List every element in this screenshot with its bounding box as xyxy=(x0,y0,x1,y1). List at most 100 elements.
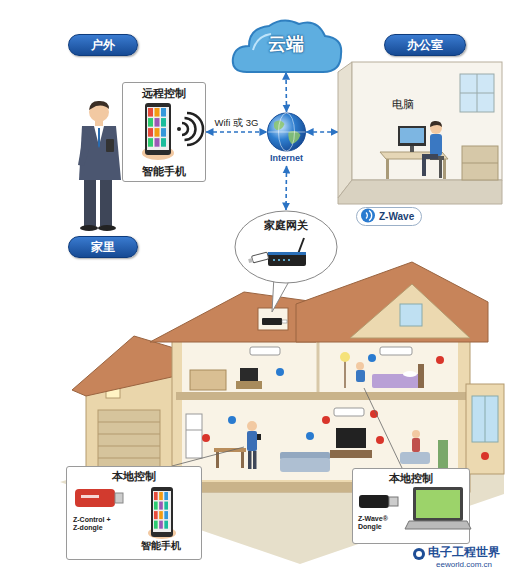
node-text: 家里 xyxy=(91,240,115,254)
house-furnishing xyxy=(368,354,376,362)
control-panel-shape xyxy=(164,492,168,500)
house-furnishing xyxy=(336,428,366,448)
region-tab: 户外 xyxy=(68,34,138,56)
house xyxy=(60,262,504,564)
gateway-callout-shape xyxy=(248,258,253,263)
watermark-logo xyxy=(413,548,425,560)
outdoor-person xyxy=(79,126,121,180)
outdoor-person xyxy=(100,176,112,226)
house-furnishing xyxy=(356,370,365,382)
outdoor-person xyxy=(89,101,109,110)
house-furnishing xyxy=(400,452,430,464)
office-room-shape xyxy=(430,134,442,156)
node-text: Z-Wave® Dongle xyxy=(358,515,400,531)
house-furnishing xyxy=(370,410,378,418)
cloud-node-shape xyxy=(233,20,341,72)
outdoor-person xyxy=(78,101,121,231)
outdoor-person xyxy=(106,139,114,152)
leader-line xyxy=(172,388,402,468)
office-room-shape xyxy=(338,180,502,204)
control-panel-shape xyxy=(154,511,158,519)
control-panel-shape xyxy=(155,128,160,137)
control-panel-shape xyxy=(155,118,160,127)
node-text: 远程控制 xyxy=(142,87,186,100)
control-panel: 本地控制Z-Control + Z-dongle智能手机 xyxy=(66,466,202,560)
office-room-shape xyxy=(462,163,498,164)
house-furnishing xyxy=(330,450,372,458)
house-furnishing xyxy=(247,431,257,451)
house-furnishing xyxy=(344,360,346,388)
node-text: 本地控制 xyxy=(389,472,433,485)
watermark-logo xyxy=(413,548,425,560)
control-panel-shape xyxy=(147,107,169,150)
control-panel-shape xyxy=(148,118,153,127)
gateway-callout: 家庭网关 xyxy=(234,210,338,284)
control-panel-shape xyxy=(159,502,163,510)
house-furnishing xyxy=(334,408,364,416)
zwave-badge: Z-Wave xyxy=(356,207,422,226)
office-room-shape xyxy=(430,121,442,127)
gateway-callout-shape xyxy=(288,259,290,261)
house-furnishing xyxy=(241,452,244,468)
control-panel-shape xyxy=(151,487,173,537)
gateway-callout-shape xyxy=(278,259,280,261)
control-panel-shape xyxy=(154,521,158,529)
zwave-badge-shape xyxy=(361,209,375,223)
house xyxy=(262,318,282,325)
house-furnishing xyxy=(280,458,330,472)
house-furnishing xyxy=(276,368,284,376)
house-furnishing xyxy=(214,448,246,452)
control-panel-shape xyxy=(145,103,171,155)
house xyxy=(98,458,160,459)
network-link xyxy=(285,72,287,112)
node-text: Z-Wave xyxy=(379,210,414,223)
office-room-shape xyxy=(460,74,494,112)
house xyxy=(481,452,489,460)
house-furnishing xyxy=(380,347,412,355)
region-tab: 办公室 xyxy=(384,34,466,56)
internet-globe: Internet xyxy=(262,112,311,166)
office-room-shape xyxy=(439,160,442,178)
control-panel-shape xyxy=(161,138,166,147)
node-text: 办公室 xyxy=(407,38,443,52)
house-furnishing xyxy=(202,434,210,442)
office-room-shape xyxy=(338,58,504,204)
control-panel-shape xyxy=(155,138,160,147)
link-label: Wifi 或 3G xyxy=(213,117,261,128)
network-link xyxy=(285,166,287,210)
house-furnishing xyxy=(186,414,202,458)
house xyxy=(98,446,160,447)
office-room-shape xyxy=(386,159,389,179)
control-panel-shape xyxy=(359,495,389,508)
house xyxy=(282,320,287,323)
outdoor-person xyxy=(78,130,92,166)
house-furnishing xyxy=(228,416,236,424)
leader-line xyxy=(364,388,402,468)
control-panel-shape xyxy=(161,108,166,117)
control-panel-shape xyxy=(389,497,398,506)
house-furnishing xyxy=(412,430,420,438)
control-panel-shape xyxy=(159,511,163,519)
house-furnishing xyxy=(438,440,448,468)
zwave-badge-shape xyxy=(366,213,367,219)
outdoor-person xyxy=(98,225,116,231)
control-panel-shape xyxy=(413,487,463,521)
office-room-shape xyxy=(352,62,502,180)
house xyxy=(150,292,316,342)
node-text: 智能手机 xyxy=(142,165,186,178)
internet-globe-shape xyxy=(268,132,306,133)
office-room-shape xyxy=(462,146,498,180)
node-text: 户外 xyxy=(91,38,115,52)
house-furnishing xyxy=(248,451,252,469)
house-furnishing xyxy=(247,421,257,431)
house xyxy=(485,396,486,442)
control-panel-shape xyxy=(148,138,153,147)
house-furnishing xyxy=(356,362,364,370)
control-panel-shape xyxy=(148,128,153,137)
watermark: eeworld.com.cn xyxy=(436,560,492,569)
office-room-shape xyxy=(398,126,426,146)
house xyxy=(182,342,458,392)
control-panel-shape xyxy=(81,495,99,498)
control-panel-shape xyxy=(115,493,123,503)
